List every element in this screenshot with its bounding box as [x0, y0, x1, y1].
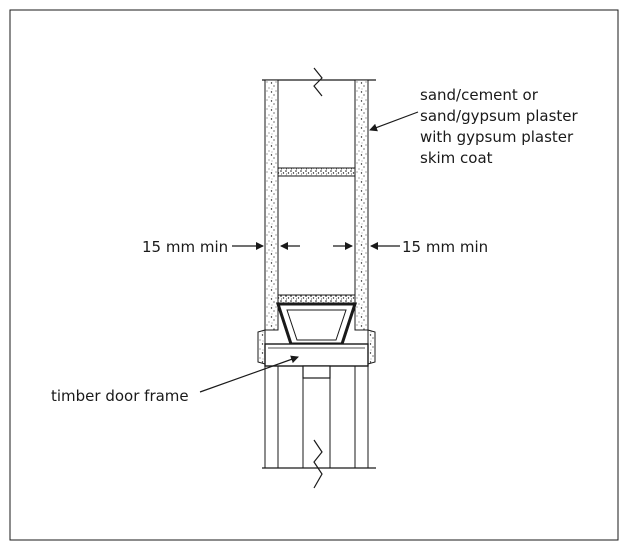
- left-plaster-return: [257, 329, 266, 365]
- plaster-label-line: with gypsum plaster: [420, 128, 574, 146]
- figure-border: [9, 9, 619, 541]
- plaster-label-line: sand/gypsum plaster: [420, 107, 578, 125]
- bottom-break-symbol: [313, 439, 323, 489]
- mortar-joint: [277, 167, 356, 177]
- plaster-label: sand/cement or sand/gypsum plaster with …: [420, 85, 578, 169]
- left-plaster-layer: [264, 79, 279, 331]
- right-plaster-layer: [354, 79, 369, 331]
- right-plaster-return: [367, 329, 376, 365]
- frame-leader: [199, 355, 299, 393]
- plaster-label-line: skim coat: [420, 149, 493, 167]
- plaster-label-line: sand/cement or: [420, 86, 538, 104]
- door-stop: [302, 365, 331, 379]
- timber-frame-label: timber door frame: [51, 387, 189, 405]
- dimension-label-right: 15 mm min: [402, 238, 489, 256]
- frame-fixing-inner: [286, 309, 347, 341]
- plaster-leader: [369, 111, 419, 132]
- dimension-label-left: 15 mm min: [142, 238, 229, 256]
- top-break-symbol: [313, 67, 323, 97]
